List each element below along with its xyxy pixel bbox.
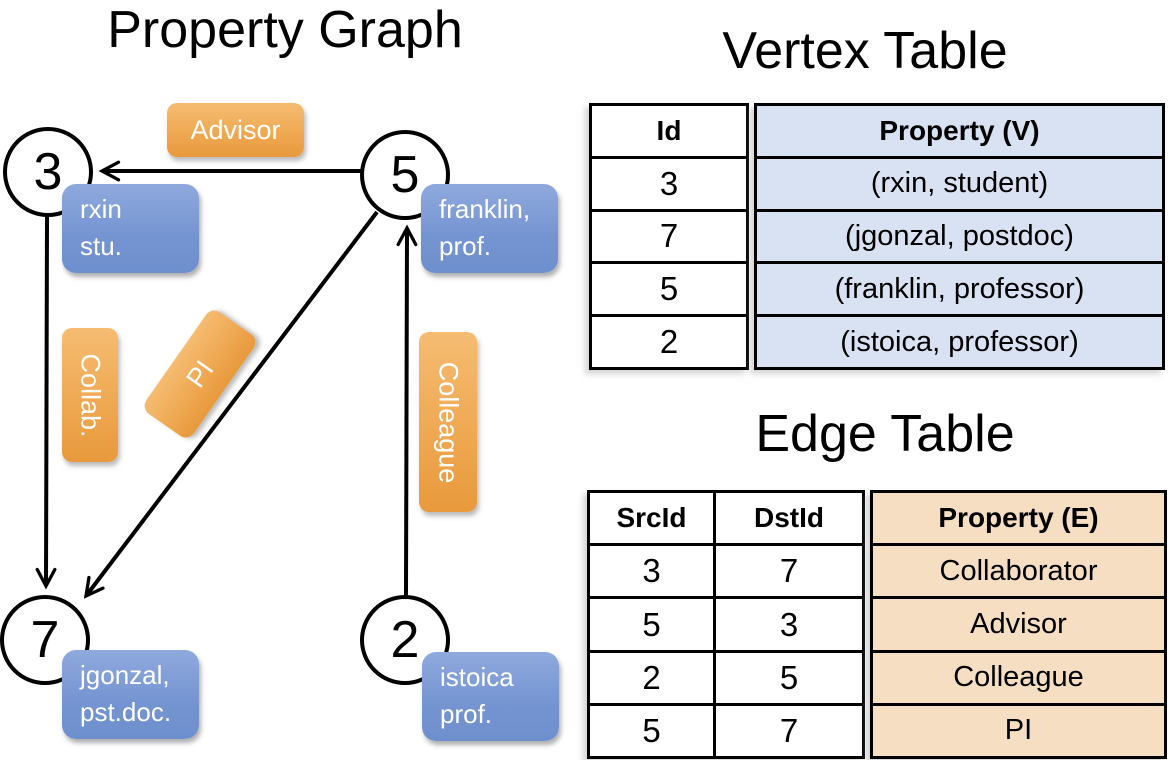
vertex-table-cell: (istoica, professor) <box>757 314 1162 367</box>
vertex-table-cell: (franklin, professor) <box>757 261 1162 314</box>
edge-table-row: 2 5 <box>590 649 862 703</box>
vertex-property-box-7: jgonzal, pst.doc. <box>62 650 199 739</box>
edge-label-collab: Collab. <box>62 328 118 462</box>
edge-table-id-columns: SrcId DstId 3 7 5 3 2 5 5 7 <box>587 490 865 759</box>
node-id-3: 3 <box>33 143 63 201</box>
vertex-property-line1: istoica <box>440 662 514 692</box>
edge-table-cell: 2 <box>590 652 716 703</box>
vertex-property-box-2: istoica prof. <box>422 652 559 741</box>
edge-table-row: 3 7 <box>590 543 862 597</box>
edge-label-advisor: Advisor <box>167 103 304 157</box>
edge-label-pi-text: PI <box>179 354 220 393</box>
vertex-property-line1: jgonzal, <box>80 660 170 690</box>
edge-table-cell: 5 <box>590 599 716 650</box>
edge-table-cell: 3 <box>590 546 716 597</box>
edge-collab-3-to-7 <box>46 216 47 586</box>
edge-table-cell: 5 <box>590 705 716 757</box>
vertex-table-cell: 3 <box>592 155 746 209</box>
edge-label-colleague-text: Colleague <box>433 361 464 483</box>
vertex-property-box-5: franklin, prof. <box>421 184 558 273</box>
edge-table-header-srcid: SrcId <box>590 493 716 544</box>
node-circle-2: 2 <box>360 595 450 685</box>
vertex-table-header-property: Property (V) <box>879 114 1040 146</box>
vertex-table-cell: 7 <box>592 208 746 262</box>
edge-table-cell: 7 <box>779 552 799 590</box>
vertex-table-id-column: Id 3 7 5 2 <box>589 103 749 370</box>
vertex-table-title: Vertex Table <box>722 22 1008 80</box>
edge-table-header-dstid: DstId <box>754 502 824 534</box>
edge-pi-5-to-7 <box>86 210 379 596</box>
edge-table-row: 5 7 <box>590 702 862 757</box>
edge-table-row: 5 3 <box>590 596 862 650</box>
node-circle-5: 5 <box>360 130 450 220</box>
edge-label-collab-text: Collab. <box>75 352 106 438</box>
vertex-property-box-3: rxin stu. <box>62 184 199 273</box>
edge-label-advisor-text: Advisor <box>190 114 281 145</box>
edge-table-cell: Advisor <box>873 596 1164 649</box>
node-id-2: 2 <box>390 611 420 669</box>
vertex-property-line2: stu. <box>80 230 122 261</box>
vertex-table-cell: (jgonzal, postdoc) <box>757 208 1162 262</box>
vertex-table-cell: (rxin, student) <box>757 155 1162 209</box>
vertex-property-line2: pst.doc. <box>80 696 172 727</box>
node-id-7: 7 <box>30 611 60 669</box>
vertex-table-header-id: Id <box>656 114 682 146</box>
vertex-property-line1: franklin, <box>439 194 531 224</box>
edge-table-cell: Collaborator <box>873 543 1164 596</box>
edge-table-title: Edge Table <box>755 405 1015 463</box>
vertex-table-cell: 2 <box>592 314 746 367</box>
edge-table-cell: 5 <box>779 658 799 696</box>
vertex-property-line2: prof. <box>440 698 493 729</box>
node-id-5: 5 <box>390 146 420 204</box>
edge-table-cell: 7 <box>779 711 799 749</box>
vertex-table-cell: 5 <box>592 261 746 314</box>
edge-table-property-column: Property (E) Collaborator Advisor Collea… <box>870 490 1167 759</box>
vertex-property-line1: rxin <box>80 194 122 224</box>
vertex-table-property-column: Property (V) (rxin, student) (jgonzal, p… <box>754 103 1165 370</box>
edge-colleague-2-to-5 <box>406 228 407 596</box>
edge-table-cell: Colleague <box>873 649 1164 703</box>
edge-table-cell: 3 <box>779 605 799 643</box>
edge-table-header-property: Property (E) <box>938 502 1099 534</box>
graph-edges <box>0 0 590 760</box>
edge-label-colleague: Colleague <box>419 332 477 512</box>
property-graph-title: Property Graph <box>107 1 463 59</box>
vertex-property-line2: prof. <box>439 230 492 261</box>
edge-table-cell: PI <box>873 702 1164 756</box>
edge-table-header-row: SrcId DstId <box>590 493 862 544</box>
